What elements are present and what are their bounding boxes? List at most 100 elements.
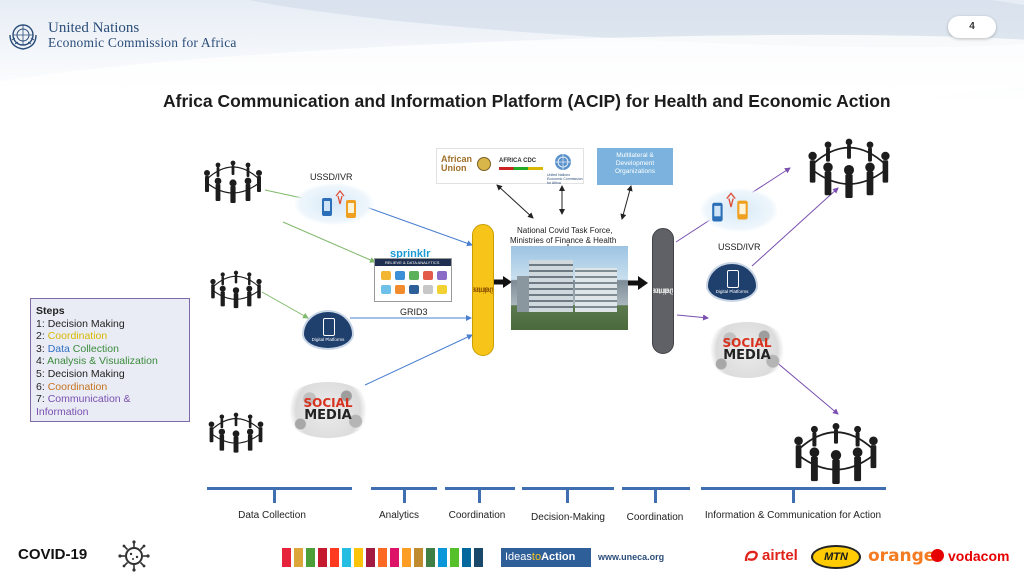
sdg-tile — [378, 548, 387, 567]
dashboard-tile — [395, 271, 405, 280]
sdg-tile — [426, 548, 435, 567]
timeline-tick — [273, 489, 276, 503]
step-text: Collection — [72, 342, 119, 355]
timeline-bar — [622, 487, 690, 490]
people-circle-icon — [208, 412, 264, 453]
step-item: 2: Coordination — [36, 330, 108, 343]
social-media-cloud: SOCIAL MEDIA — [704, 322, 790, 378]
sdg-tile — [342, 548, 351, 567]
timeline-tick — [566, 489, 569, 503]
dashboard-tile — [437, 271, 447, 280]
org-name-line1: United Nations — [48, 20, 140, 36]
people-circle-icon — [808, 138, 890, 198]
timeline-bar — [371, 487, 437, 490]
step-num: 7 — [36, 393, 42, 406]
digital-label-line2: Platforms — [325, 337, 345, 342]
page-title: Africa Communication and Information Pla… — [163, 91, 891, 111]
timeline-label: Decision-Making — [531, 512, 605, 523]
airtel-logo-icon — [744, 550, 758, 562]
step-text: Information — [36, 405, 89, 418]
arrow-head-coord — [503, 276, 512, 288]
digital-platforms-icon: Digital Platforms — [706, 262, 758, 302]
sdg-tile — [354, 548, 363, 567]
timeline-bar — [701, 487, 886, 490]
timeline-label: Coordination — [448, 510, 506, 521]
step-text: Decision Making — [47, 367, 125, 380]
arrow-multilateral-to-taskforce — [620, 185, 633, 220]
people-circle-icon — [210, 270, 262, 309]
timeline-tick — [654, 489, 657, 503]
sdg-tile — [366, 548, 375, 567]
phone-icon — [323, 318, 335, 336]
step-num: 5 — [36, 367, 42, 380]
africa-cdc-stripe — [499, 167, 543, 170]
page-number: 4 — [948, 16, 996, 38]
social-word: SOCIAL — [722, 336, 772, 350]
arrow-people-to-digital — [261, 291, 309, 319]
step-item: 7: Communication & — [36, 393, 131, 406]
org-name-line2: Economic Commission for Africa — [48, 35, 237, 50]
media-word: MEDIA — [723, 348, 771, 363]
timeline-bar — [445, 487, 515, 490]
uneca-logo-text: United Nations Economic Commission for A… — [547, 173, 583, 185]
digital-label-line1: Digital — [311, 337, 325, 342]
task-force-line1: National Covid Task Force, — [517, 226, 613, 235]
digital-platforms-label: Digital Platforms — [708, 289, 756, 294]
sdg-tile — [318, 548, 327, 567]
phone-icon — [727, 270, 739, 288]
dashboard-tile — [381, 271, 391, 280]
timeline-bar — [207, 487, 352, 490]
action-word: Action — [541, 551, 576, 563]
au-line1: African — [441, 154, 473, 164]
step-text: Decision Making — [47, 317, 125, 330]
grid3-label: GRID3 — [400, 307, 428, 317]
step-item: Information — [36, 406, 189, 419]
un-emblem-icon — [555, 154, 571, 170]
people-circle-icon — [204, 160, 262, 203]
timeline-tick — [478, 489, 481, 503]
step-num: 1 — [36, 317, 42, 330]
step-num: 3 — [36, 342, 42, 355]
coordination-centre-right: CoordinationCentre — [652, 228, 674, 354]
sdg-tile — [390, 548, 399, 567]
steps-title: Steps — [36, 305, 65, 317]
dashboard-title: RELIEVE & DATA ANALYTICS — [385, 260, 440, 265]
coordination-centre-left: CoordinationCentre — [472, 224, 494, 356]
covid-label: COVID-19 — [18, 546, 88, 563]
step-item: 1: Decision Making — [36, 317, 125, 330]
arrow-au-to-taskforce — [496, 184, 534, 219]
building-block — [517, 276, 529, 312]
sdg-tile — [462, 548, 471, 567]
ideas-word: Ideas — [505, 551, 532, 563]
step-num: 6 — [36, 380, 42, 393]
arrow-social-to-coord — [364, 334, 473, 386]
ministry-building-photo — [511, 246, 628, 330]
dashboard-header-bar — [375, 259, 451, 266]
vodacom-logo-icon — [931, 549, 944, 562]
social-word: SOCIAL — [303, 396, 353, 410]
sdg-tile — [438, 548, 447, 567]
timeline-tick — [403, 489, 406, 503]
step-text: Analysis & Visualization — [47, 355, 158, 368]
step-text: Data — [47, 342, 70, 355]
dashboard-tile — [381, 285, 391, 294]
dashboard-tile — [409, 285, 419, 294]
sdg-tile — [294, 548, 303, 567]
arrow-head-building — [638, 276, 648, 290]
mobile-phones-icon — [712, 192, 748, 222]
timeline-label: Analytics — [378, 510, 419, 521]
sdg-tile — [414, 548, 423, 567]
timeline-label: Data Collection — [238, 510, 306, 521]
arrow-digital-to-top-people — [751, 187, 839, 267]
building-block — [575, 268, 617, 312]
dashboard-tile — [437, 285, 447, 294]
timeline-label: Coordination — [626, 512, 684, 523]
airtel-logo: airtel — [762, 547, 798, 564]
uneca-url: www.uneca.org — [598, 552, 665, 562]
sdg-tile — [330, 548, 339, 567]
digital-platforms-icon: Digital Platforms — [302, 310, 354, 350]
dashboard-tile — [395, 285, 405, 294]
ussd-cloud — [294, 183, 374, 225]
au-line2: Union — [441, 163, 467, 173]
